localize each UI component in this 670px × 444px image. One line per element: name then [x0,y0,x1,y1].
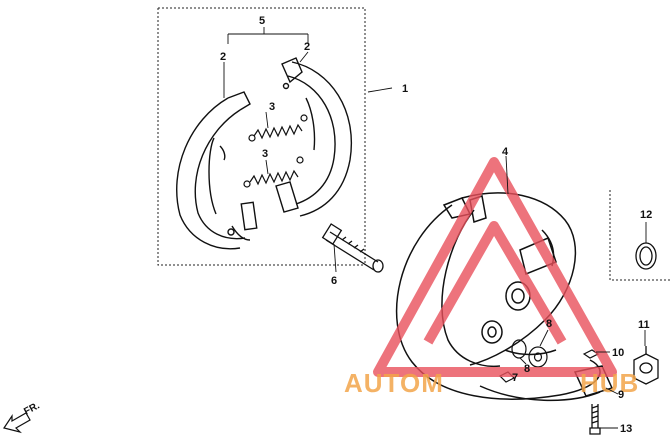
callout-2-left: 2 [220,51,226,63]
nut [633,346,659,385]
callout-4: 4 [502,146,509,158]
callout-13: 13 [620,423,632,435]
brake-cam [321,223,384,273]
callout-11: 11 [638,319,650,331]
leader-lines [223,27,647,429]
callout-7: 7 [512,372,518,384]
callout-5: 5 [259,15,265,27]
o-ring-bracket [609,190,670,281]
callout-10: 10 [612,347,624,359]
callout-1: 1 [402,83,408,95]
callout-12: 12 [640,209,652,221]
callout-8-upper: 8 [546,318,552,330]
watermark-text-right: HUB [580,368,639,398]
callout-6: 6 [331,275,337,287]
return-spring-upper [248,114,308,142]
callout-labels: 5 2 2 3 3 1 4 6 8 8 7 10 11 12 9 13 [220,15,652,435]
return-spring-lower [243,156,304,188]
arrow-icon [3,412,31,434]
brake-shoe-group [157,7,366,266]
o-ring [635,242,657,270]
brake-shoe-right [275,57,352,217]
callout-3-upper: 3 [269,101,275,113]
callout-8-lower: 8 [524,363,530,375]
callout-2-right: 2 [304,41,310,53]
brake-shoe-left [176,91,258,250]
front-direction-indicator: FR. [3,400,42,434]
watermark-logo [373,157,617,377]
brake-panel [395,192,614,402]
callout-3-lower: 3 [262,148,268,160]
front-label: FR. [22,400,42,417]
bolt [589,404,601,435]
callout-9: 9 [618,389,624,401]
watermark-text-left: AUTOM [344,368,444,398]
